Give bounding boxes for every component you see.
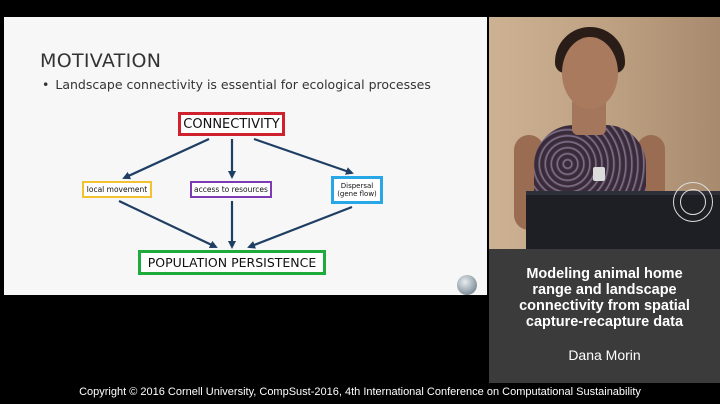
slide-sphere-icon <box>457 275 477 295</box>
seal-inner-ring <box>680 189 706 215</box>
cornell-seal-icon <box>673 182 713 222</box>
speaker-name: Dana Morin <box>489 347 720 363</box>
arrow-local-to-pop <box>119 201 216 247</box>
talk-title-line: Modeling animal home <box>489 266 720 282</box>
talk-caption-panel: Modeling animal home range and landscape… <box>489 249 720 383</box>
talk-title-line: connectivity from spatial <box>489 298 720 314</box>
arrow-conn-to-dispersal <box>254 139 352 173</box>
talk-title-line: capture-recapture data <box>489 314 720 330</box>
dispersal-label: Dispersal <box>341 182 374 190</box>
arrow-conn-to-local <box>124 139 209 178</box>
speaker-video <box>489 17 720 249</box>
arrow-dispersal-to-pop <box>249 207 352 247</box>
gene-flow-label: (gene flow) <box>337 190 377 198</box>
presentation-slide: MOTIVATION •Landscape connectivity is es… <box>4 17 487 295</box>
dispersal-box: Dispersal (gene flow) <box>331 176 383 204</box>
talk-title: Modeling animal home range and landscape… <box>489 266 720 330</box>
connectivity-box: CONNECTIVITY <box>178 112 285 136</box>
access-resources-box: access to resources <box>190 181 272 198</box>
copyright-footer: Copyright © 2016 Cornell University, Com… <box>0 386 720 398</box>
population-persistence-box: POPULATION PERSISTENCE <box>138 250 326 275</box>
name-badge-icon <box>593 167 605 181</box>
talk-title-line: range and landscape <box>489 282 720 298</box>
local-movement-box: local movement <box>82 181 152 198</box>
speaker-head <box>562 37 618 109</box>
